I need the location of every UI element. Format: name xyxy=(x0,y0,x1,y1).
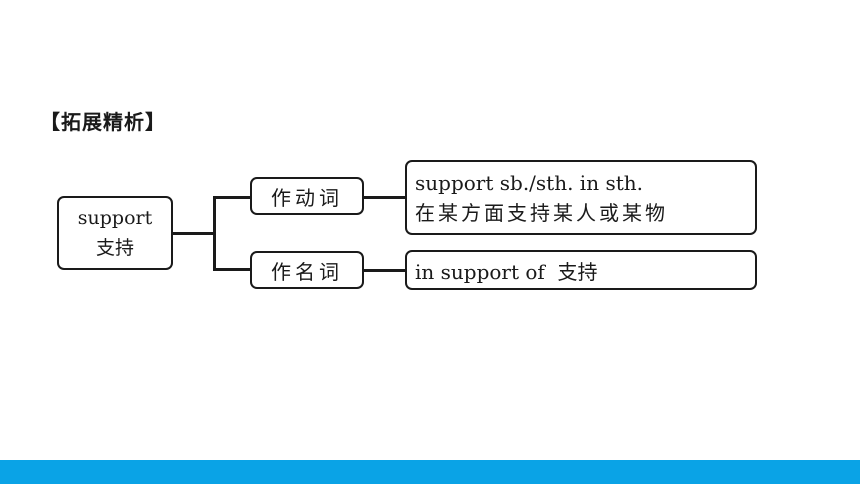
verb-definition-cn: 在某方面支持某人或某物 xyxy=(415,200,668,225)
pos-noun-label: 作名词 xyxy=(271,259,343,284)
connector-noun-branch xyxy=(213,268,250,271)
pos-verb-box: 作动词 xyxy=(250,177,364,215)
section-heading: 【拓展精析】 xyxy=(40,110,166,134)
root-word-box: support 支持 xyxy=(57,196,173,270)
connector-verb-definition xyxy=(364,196,405,199)
root-meaning: 支持 xyxy=(95,237,134,259)
connector-trunk xyxy=(213,196,216,270)
verb-definition-en: support sb./sth. in sth. xyxy=(415,170,643,195)
noun-definition: in support of 支持 xyxy=(415,259,598,284)
pos-noun-box: 作名词 xyxy=(250,251,364,289)
footer-bar xyxy=(0,460,860,484)
connector-verb-branch xyxy=(213,196,250,199)
connector-root xyxy=(173,232,215,235)
noun-definition-box: in support of 支持 xyxy=(405,250,757,290)
connector-noun-definition xyxy=(364,269,405,272)
pos-verb-label: 作动词 xyxy=(271,185,343,210)
verb-definition-box: support sb./sth. in sth. 在某方面支持某人或某物 xyxy=(405,160,757,235)
root-word: support xyxy=(77,207,153,229)
